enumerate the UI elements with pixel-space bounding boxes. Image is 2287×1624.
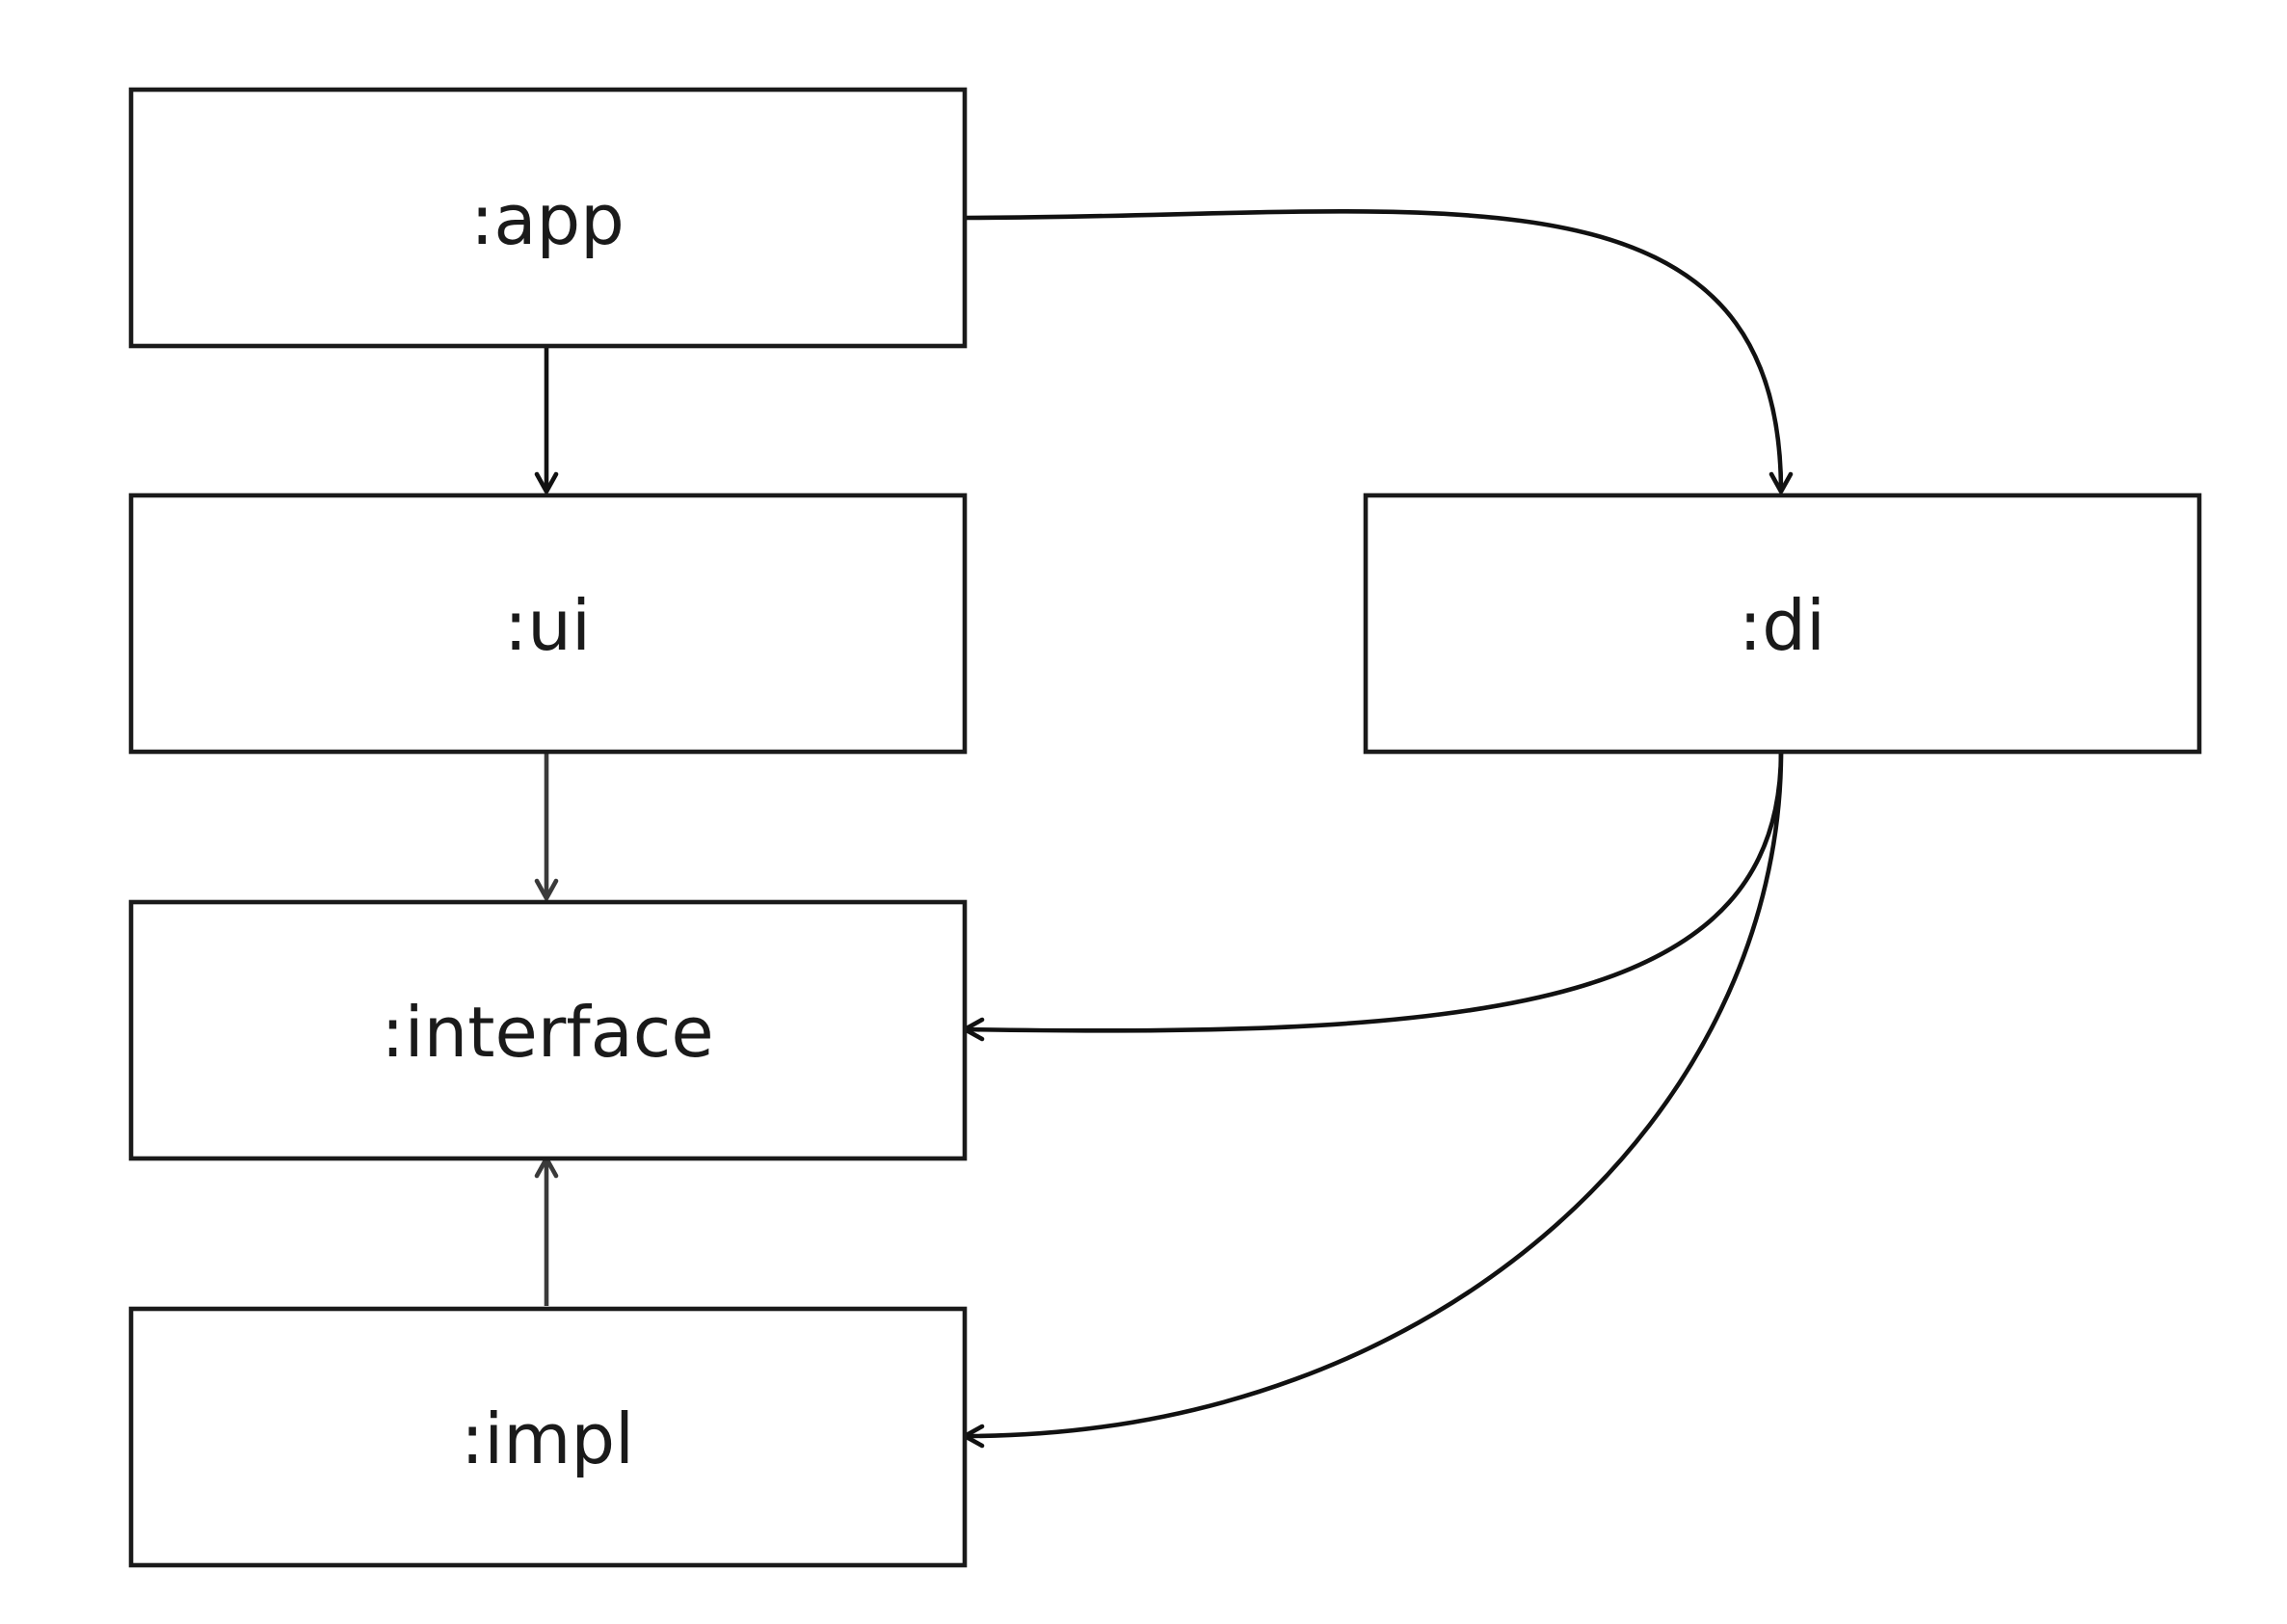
node-ui-label: :ui (504, 585, 591, 666)
node-ui-box (128, 493, 968, 755)
edge-impl-to-interface (534, 1156, 559, 1306)
edge-ui-to-interface (534, 752, 559, 901)
node-interface-label: :interface (381, 992, 713, 1073)
arrow-head-icon (534, 471, 559, 494)
node-interface: :interface (128, 899, 968, 1161)
node-di-label: :di (1739, 585, 1825, 666)
node-app-label: :app (470, 179, 625, 260)
edge-di-to-interface (962, 751, 1784, 1042)
edge-app-to-ui (534, 346, 559, 494)
edge-di-to-impl (962, 751, 1784, 1449)
node-impl: :impl (128, 1306, 968, 1568)
node-di: :di (1363, 493, 2202, 755)
node-app-box (128, 87, 968, 349)
arrow-head-icon (534, 878, 559, 901)
node-interface-box (128, 899, 968, 1161)
edge-app-to-di (964, 209, 1794, 494)
node-impl-box (128, 1306, 968, 1568)
node-app: :app (128, 87, 968, 349)
node-ui: :ui (128, 493, 968, 755)
node-di-box (1363, 493, 2202, 755)
edges (534, 209, 1794, 1449)
arrow-head-icon (1768, 471, 1794, 494)
node-impl-label: :impl (461, 1398, 634, 1479)
